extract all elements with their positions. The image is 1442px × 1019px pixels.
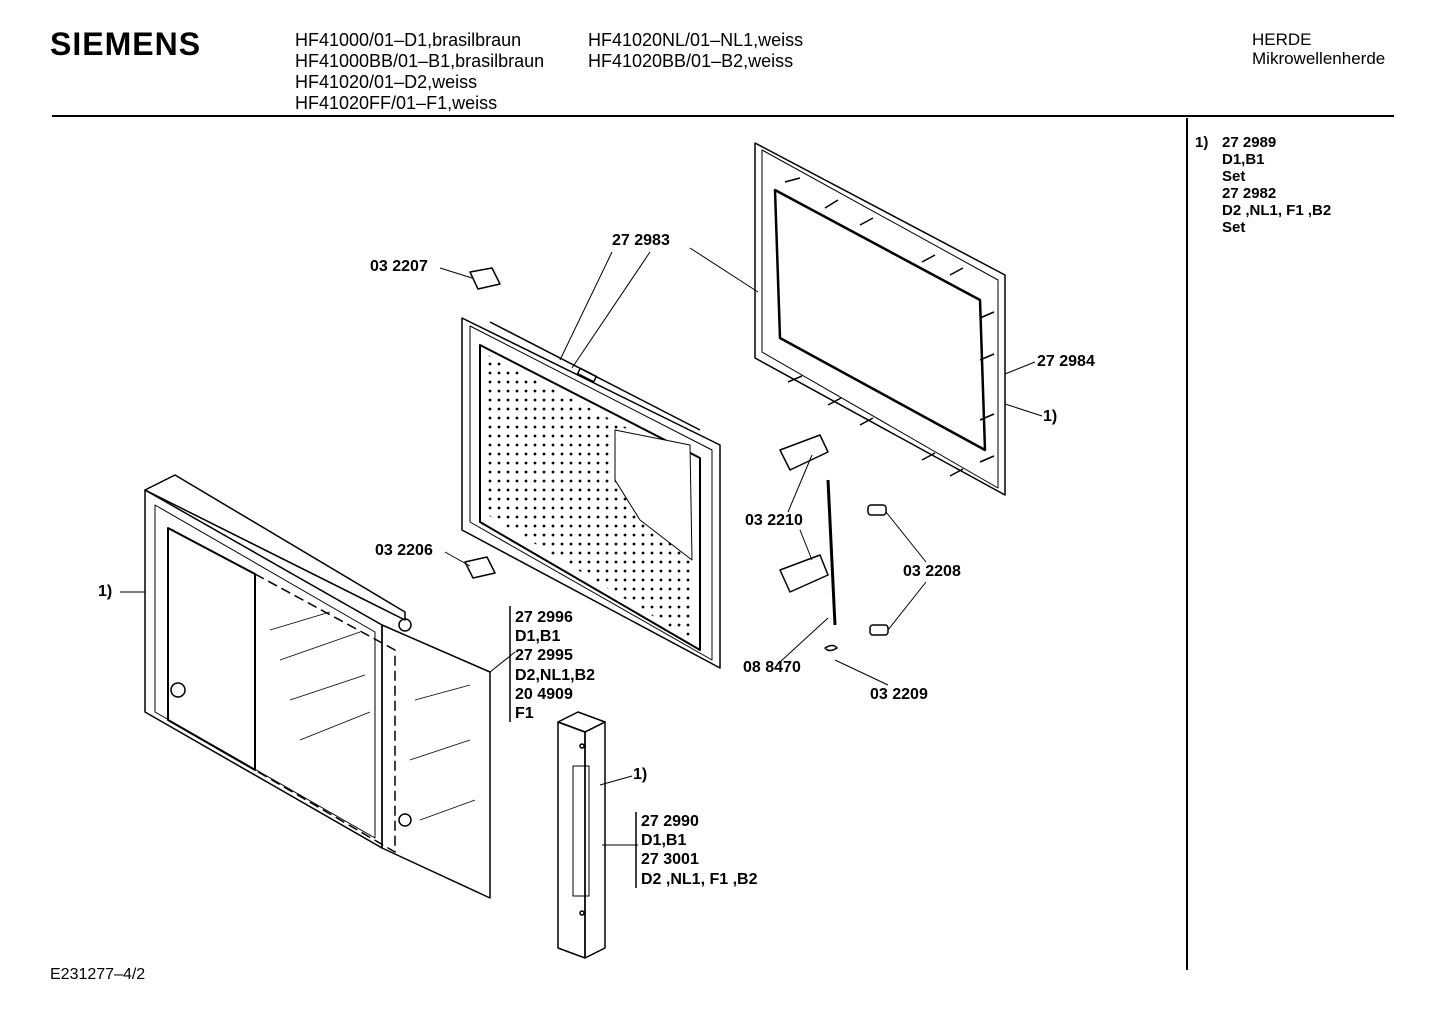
part-label-032210: 03 2210 xyxy=(745,512,803,529)
model-line: HF41020FF/01–F1,weiss xyxy=(295,93,498,113)
group-line: 27 2995 xyxy=(515,647,573,665)
part-group-door-glass: 27 2996 D1,B1 27 2995 D2,NL1,B2 20 4909 … xyxy=(515,608,595,723)
screw-lower xyxy=(869,624,889,636)
leader-lines xyxy=(120,247,1043,846)
part-label-272983: 27 2983 xyxy=(612,232,670,249)
part-label-088470: 08 8470 xyxy=(743,659,801,676)
clip-032206 xyxy=(464,556,496,579)
group-line: D2 ,NL1, F1 ,B2 xyxy=(641,870,758,888)
side-note-line: 27 2989 xyxy=(1222,134,1277,151)
part-label-032209: 03 2209 xyxy=(870,686,928,703)
drawing-code: E231277–4/2 xyxy=(50,966,146,983)
part-label-032208: 03 2208 xyxy=(903,563,961,580)
part-group-handle: 27 2990 D1,B1 27 3001 D2 ,NL1, F1 ,B2 xyxy=(641,812,757,889)
part-ref-door: 1) xyxy=(98,583,113,600)
category-line: HERDE xyxy=(1252,30,1312,49)
model-line: HF41000/01–D1,brasilbraun xyxy=(295,30,522,50)
part-ref-handle: 1) xyxy=(633,766,648,783)
clip-032207 xyxy=(469,267,501,290)
category-line: Mikrowellenherde xyxy=(1252,49,1386,68)
front-door-part xyxy=(144,474,491,899)
back-frame-part xyxy=(754,142,1006,496)
group-line: 20 4909 xyxy=(515,685,573,703)
part-label-032206: 03 2206 xyxy=(375,542,433,559)
side-note-line: D2 ,NL1, F1 ,B2 xyxy=(1222,202,1332,219)
model-list-1: HF41000/01–D1,brasilbraun HF41000BB/01–B… xyxy=(295,30,544,114)
group-line: D1,B1 xyxy=(641,832,687,850)
group-line: D2,NL1,B2 xyxy=(515,666,596,684)
part-ref-frame: 1) xyxy=(1043,408,1058,425)
latch-lower xyxy=(779,554,829,593)
group-line: 27 3001 xyxy=(641,851,699,869)
side-note-marker: 1) xyxy=(1195,134,1209,151)
side-note-line: 27 2982 xyxy=(1222,185,1277,202)
group-line: D1,B1 xyxy=(515,628,561,646)
side-note: 27 2989 D1,B1 Set 27 2982 D2 ,NL1, F1 ,B… xyxy=(1222,134,1331,236)
side-note-line: Set xyxy=(1222,219,1246,236)
group-line: 27 2990 xyxy=(641,813,699,830)
screw-upper xyxy=(867,504,887,516)
side-note-line: Set xyxy=(1222,168,1246,185)
door-handle-part xyxy=(557,711,606,959)
spring-part xyxy=(824,644,838,652)
latch-upper xyxy=(779,434,829,471)
group-line: F1 xyxy=(515,705,534,723)
model-line: HF41020/01–D2,weiss xyxy=(295,72,478,92)
header-rule xyxy=(52,115,1394,117)
category-label: HERDE Mikrowellenherde xyxy=(1252,30,1385,68)
side-note-line: D1,B1 xyxy=(1222,151,1265,168)
model-line: HF41020NL/01–NL1,weiss xyxy=(588,30,804,50)
side-divider xyxy=(1186,118,1188,970)
model-list-2: HF41020NL/01–NL1,weiss HF41020BB/01–B2,w… xyxy=(588,30,803,72)
inner-door-frame-part xyxy=(461,317,721,669)
group-line: 27 2996 xyxy=(515,609,573,626)
brand-logo: SIEMENS xyxy=(50,26,202,62)
model-line: HF41020BB/01–B2,weiss xyxy=(588,51,794,71)
latch-rod xyxy=(826,479,837,626)
model-line: HF41000BB/01–B1,brasilbraun xyxy=(295,51,545,71)
part-label-032207: 03 2207 xyxy=(370,258,428,275)
part-label-272984: 27 2984 xyxy=(1037,353,1095,370)
